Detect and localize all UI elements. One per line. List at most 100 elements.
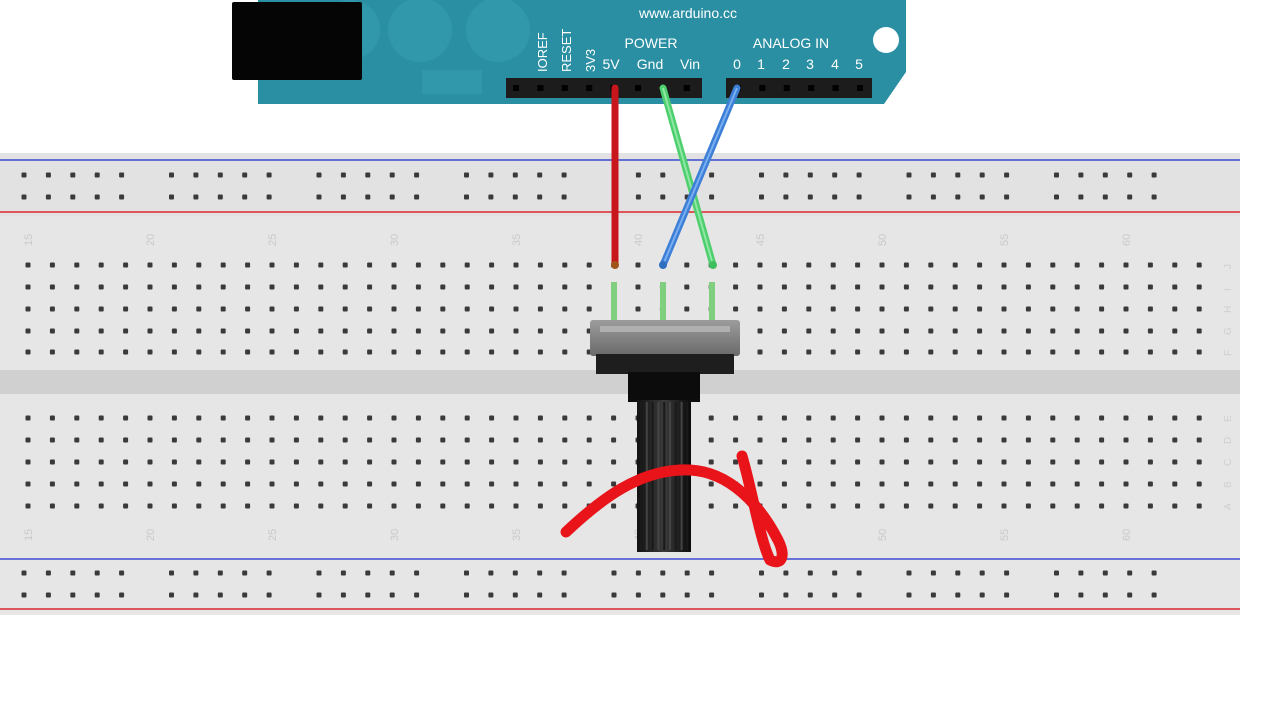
breadboard-hole (147, 503, 153, 509)
breadboard-hole (757, 437, 763, 443)
breadboard-hole (709, 592, 715, 598)
breadboard-hole (464, 194, 469, 200)
breadboard-hole (318, 481, 324, 487)
breadboard-hole (1099, 262, 1105, 268)
breadboard-hole (391, 437, 397, 443)
breadboard-hole (242, 194, 248, 200)
breadboard-hole (783, 592, 789, 598)
breadboard-hole (928, 328, 934, 334)
breadboard-hole (488, 194, 494, 200)
column-number: 60 (1121, 529, 1133, 541)
breadboard-hole (611, 415, 617, 421)
breadboard-hole (119, 592, 125, 598)
breadboard-hole (1123, 284, 1129, 290)
breadboard-hole (171, 437, 177, 443)
breadboard-hole (903, 306, 909, 312)
breadboard-hole (25, 328, 31, 334)
breadboard-hole (1050, 437, 1056, 443)
breadboard-hole (562, 349, 568, 355)
breadboard-hole (1099, 459, 1105, 465)
pin-label-a1: 1 (757, 56, 765, 72)
breadboard-hole (269, 481, 275, 487)
wire-end-blue (659, 261, 667, 269)
breadboard-hole (1099, 481, 1105, 487)
breadboard-hole (537, 415, 543, 421)
breadboard-hole (952, 481, 958, 487)
breadboard-hole (1050, 459, 1056, 465)
breadboard-hole (217, 592, 223, 598)
breadboard-hole (196, 459, 202, 465)
breadboard-hole (830, 415, 836, 421)
breadboard-hole (440, 306, 446, 312)
breadboard-hole (266, 570, 272, 576)
breadboard-hole (25, 349, 31, 355)
breadboard-hole (977, 459, 983, 465)
breadboard-hole (293, 284, 299, 290)
breadboard-hole (1172, 415, 1178, 421)
breadboard-hole (1078, 194, 1084, 200)
breadboard-hole (807, 194, 813, 200)
breadboard-hole (74, 459, 80, 465)
breadboard-hole (930, 194, 936, 200)
breadboard-hole (759, 592, 764, 598)
breadboard-hole (781, 503, 787, 509)
breadboard-hole (365, 172, 371, 178)
breadboard-hole (98, 328, 104, 334)
breadboard-hole (1054, 570, 1059, 576)
breadboard-hole (806, 415, 812, 421)
breadboard-hole (855, 328, 861, 334)
breadboard-hole (98, 437, 104, 443)
breadboard-hole (1172, 306, 1178, 312)
breadboard-hole (49, 349, 55, 355)
breadboard-hole (1123, 481, 1129, 487)
breadboard-hole (733, 262, 739, 268)
breadboard-hole (1123, 415, 1129, 421)
breadboard-hole (318, 503, 324, 509)
header-pin-hole (586, 85, 593, 91)
breadboard-hole (414, 592, 420, 598)
breadboard-hole (220, 459, 226, 465)
breadboard-hole (171, 349, 177, 355)
breadboard-hole (561, 570, 567, 576)
header-pin-hole (537, 85, 544, 91)
breadboard-hole (269, 328, 275, 334)
power-header-strip (506, 78, 702, 98)
breadboard-hole (1196, 503, 1202, 509)
breadboard-hole (733, 284, 739, 290)
breadboard-hole (367, 262, 373, 268)
breadboard-hole (586, 262, 592, 268)
breadboard-hole (1196, 437, 1202, 443)
breadboard-hole (759, 172, 764, 178)
pot-leg-3 (709, 282, 715, 320)
breadboard-hole (391, 503, 397, 509)
breadboard-hole (98, 481, 104, 487)
breadboard-hole (906, 592, 912, 598)
breadboard-hole (832, 570, 838, 576)
breadboard-hole (245, 415, 251, 421)
breadboard-hole (807, 172, 813, 178)
wire-end-green (709, 261, 717, 269)
pin-label-5v: 5V (602, 56, 620, 72)
breadboard-hole (856, 172, 862, 178)
breadboard-hole (367, 459, 373, 465)
breadboard-hole (903, 437, 909, 443)
breadboard-hole (342, 349, 348, 355)
breadboard-hole (49, 459, 55, 465)
row-letter: A (1223, 503, 1234, 510)
breadboard-hole (832, 592, 838, 598)
breadboard-hole (855, 284, 861, 290)
breadboard-hole (855, 481, 861, 487)
breadboard-hole (1099, 349, 1105, 355)
breadboard-hole (464, 503, 470, 509)
column-number: 25 (267, 234, 279, 246)
breadboard-hole (1025, 262, 1031, 268)
breadboard-hole (977, 284, 983, 290)
dc-power-jack (232, 2, 362, 80)
breadboard-hole (488, 172, 494, 178)
breadboard-hole (193, 172, 199, 178)
breadboard-hole (1147, 481, 1153, 487)
breadboard-hole (856, 592, 862, 598)
breadboard-hole (586, 481, 592, 487)
breadboard-hole (367, 437, 373, 443)
breadboard-hole (1147, 306, 1153, 312)
